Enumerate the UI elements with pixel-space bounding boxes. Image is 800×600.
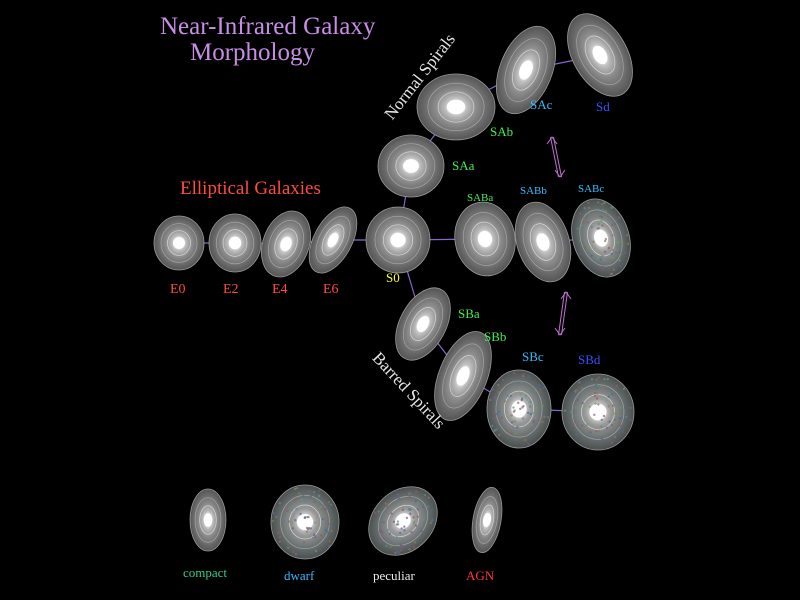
galaxy-sbc bbox=[486, 369, 552, 449]
galaxy-e0 bbox=[153, 215, 205, 271]
arrow-normal-intermediate bbox=[546, 136, 566, 178]
label-e2: E2 bbox=[223, 282, 239, 297]
galaxy-images bbox=[153, 13, 635, 560]
galaxy-sabc bbox=[571, 198, 631, 278]
label-compact: compact bbox=[183, 565, 228, 580]
label-sabb: SABb bbox=[520, 185, 547, 197]
label-saa: SAa bbox=[452, 158, 475, 173]
label-sba: SBa bbox=[458, 306, 480, 321]
label-e4: E4 bbox=[272, 282, 288, 297]
label-sd: Sd bbox=[596, 99, 610, 114]
label-saba: SABa bbox=[467, 192, 494, 204]
label-sbb: SBb bbox=[484, 329, 507, 344]
label-s0: S0 bbox=[386, 270, 400, 285]
label-sac: SAc bbox=[530, 97, 553, 112]
galaxy-sba bbox=[395, 287, 451, 361]
label-sbc: SBc bbox=[522, 349, 544, 364]
arrows bbox=[546, 136, 572, 336]
label-sab: SAb bbox=[490, 124, 514, 139]
galaxy-compact bbox=[189, 488, 227, 552]
label-peculiar: peculiar bbox=[373, 568, 415, 583]
galaxy-sbd bbox=[561, 373, 635, 451]
galaxy-dwarf bbox=[270, 484, 340, 560]
galaxy-sd bbox=[567, 13, 633, 97]
galaxy-e2 bbox=[208, 213, 262, 273]
galaxy-e6 bbox=[308, 206, 358, 274]
galaxy-sabb bbox=[514, 201, 572, 283]
galaxy-s0 bbox=[365, 206, 431, 274]
galaxy-e4 bbox=[261, 210, 311, 278]
galaxy-agn bbox=[471, 487, 503, 553]
label-sabc: SABc bbox=[578, 183, 605, 195]
title-line-1: Near-Infrared Galaxy bbox=[160, 13, 376, 40]
galaxy-saa bbox=[377, 134, 445, 198]
label-sbd: SBd bbox=[578, 352, 601, 367]
galaxy-sbb bbox=[434, 331, 492, 421]
galaxy-sac bbox=[495, 25, 557, 115]
label-agn: AGN bbox=[466, 568, 495, 583]
label-e6: E6 bbox=[323, 282, 339, 297]
arrow-intermediate-barred bbox=[554, 291, 572, 336]
galaxy-saba bbox=[454, 201, 516, 277]
label-e0: E0 bbox=[170, 282, 186, 297]
elliptical-galaxies-label: Elliptical Galaxies bbox=[180, 178, 321, 199]
galaxy-peculiar bbox=[368, 486, 438, 556]
galaxy-sab bbox=[416, 73, 496, 141]
title-line-2: Morphology bbox=[190, 39, 315, 66]
label-dwarf: dwarf bbox=[284, 568, 315, 583]
